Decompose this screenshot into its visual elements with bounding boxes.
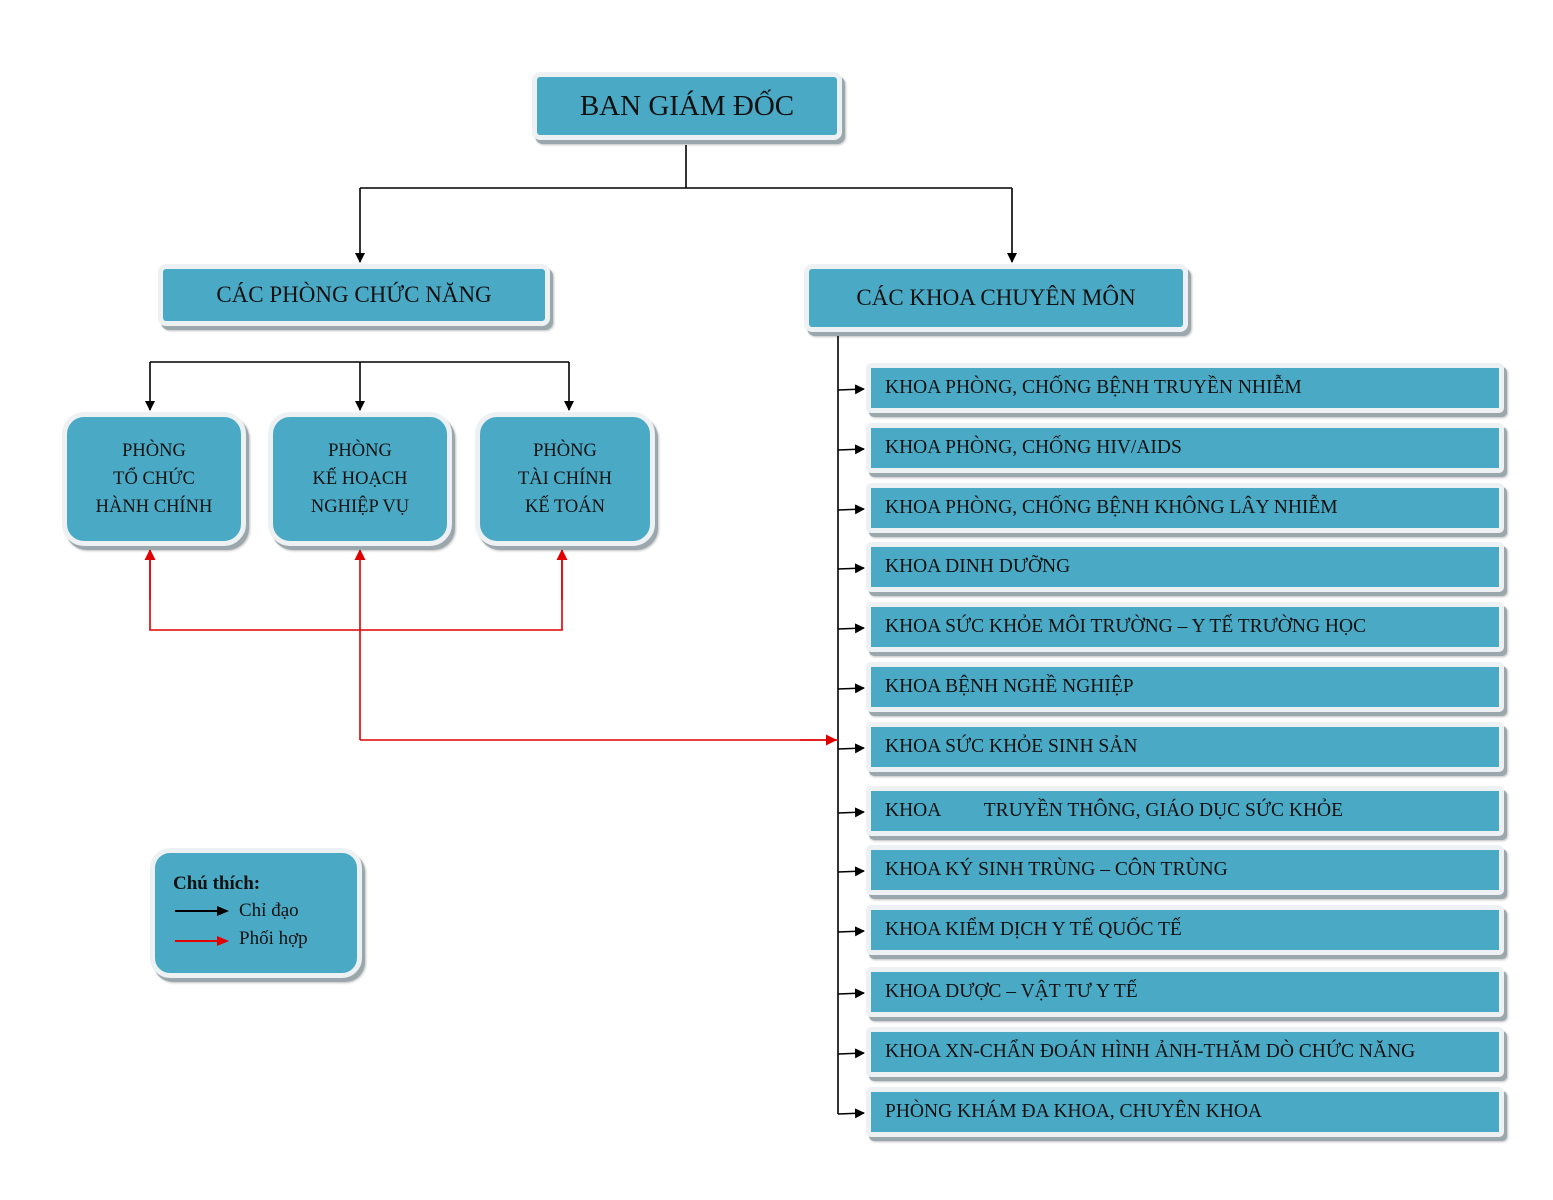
arrow-to-faculty xyxy=(837,743,865,754)
dept-line: PHÒNG xyxy=(122,441,186,461)
faculty-box[interactable]: KHOA KÝ SINH TRÙNG – CÔN TRÙNG xyxy=(866,845,1504,895)
arrow-to-faculty xyxy=(837,683,865,694)
board-of-directors-label: BAN GIÁM ĐỐC xyxy=(579,89,795,122)
arrow-to-faculty xyxy=(837,1108,865,1119)
faculty-box[interactable]: KHOA DINH DƯỠNG xyxy=(866,542,1504,592)
faculty-box[interactable]: KHOA BỆNH NGHỀ NGHIỆP xyxy=(866,662,1504,712)
arrow-to-faculty xyxy=(837,926,865,937)
legend-item-direct: Chỉ đạo xyxy=(173,897,299,925)
faculty-box[interactable]: KHOA KIỂM DỊCH Y TẾ QUỐC TẾ xyxy=(866,905,1504,955)
faculty-label: KHOA KÝ SINH TRÙNG – CÔN TRÙNG xyxy=(885,859,1228,880)
arrow-to-faculty xyxy=(837,444,865,455)
dept-line: PHÒNG xyxy=(328,441,392,461)
specialized-faculties-box[interactable]: CÁC KHOA CHUYÊN MÔN xyxy=(804,264,1188,332)
legend-title: Chú thích: xyxy=(173,873,261,894)
functional-departments-label: CÁC PHÒNG CHỨC NĂNG xyxy=(216,282,492,307)
faculty-label: KHOA XN-CHẨN ĐOÁN HÌNH ẢNH-THĂM DÒ CHỨC … xyxy=(885,1041,1416,1062)
faculty-label: PHÒNG KHÁM ĐA KHOA, CHUYÊN KHOA xyxy=(885,1101,1263,1122)
dept-box-to-chuc-hanh-chinh[interactable]: PHÒNG TỔ CHỨC HÀNH CHÍNH xyxy=(62,412,246,546)
dept-box-ke-hoach-nghiep-vu[interactable]: PHÒNG KẾ HOẠCH NGHIỆP VỤ xyxy=(268,412,452,546)
dept-line: KẾ TOÁN xyxy=(525,497,605,517)
faculty-box[interactable]: KHOA XN-CHẨN ĐOÁN HÌNH ẢNH-THĂM DÒ CHỨC … xyxy=(866,1027,1504,1077)
faculty-box[interactable]: KHOA PHÒNG, CHỐNG HIV/AIDS xyxy=(866,423,1504,473)
faculty-label: KHOA SỨC KHỎE SINH SẢN xyxy=(885,736,1138,757)
legend-box: Chú thích: Chỉ đạo Phối hợp xyxy=(150,848,362,978)
faculty-label: KHOA PHÒNG, CHỐNG HIV/AIDS xyxy=(885,437,1182,458)
dept-line: KẾ HOẠCH xyxy=(312,469,408,489)
faculty-label: KHOA PHÒNG, CHỐNG BỆNH TRUYỀN NHIỄM xyxy=(885,377,1302,398)
arrow-to-faculty xyxy=(837,384,865,395)
faculty-label: KHOA TRUYỀN THÔNG, GIÁO DỤC SỨC KHỎE xyxy=(885,800,1344,821)
dept-box-tai-chinh-ke-toan[interactable]: PHÒNG TÀI CHÍNH KẾ TOÁN xyxy=(475,412,655,546)
legend-label-coordinate: Phối hợp xyxy=(239,928,308,949)
faculty-box[interactable]: PHÒNG KHÁM ĐA KHOA, CHUYÊN KHOA xyxy=(866,1087,1504,1137)
faculty-box[interactable]: KHOA SỨC KHỎE MÔI TRƯỜNG – Y TẾ TRƯỜNG H… xyxy=(866,602,1504,652)
arrow-to-faculty xyxy=(837,807,865,818)
arrow-to-faculty xyxy=(837,563,865,574)
faculty-box[interactable]: KHOA DƯỢC – VẬT TƯ Y TẾ xyxy=(866,967,1504,1017)
faculty-label: KHOA DINH DƯỠNG xyxy=(885,556,1071,577)
arrow-to-faculty xyxy=(837,623,865,634)
red-arrow-icon xyxy=(175,936,229,946)
arrow-to-faculty xyxy=(837,988,865,999)
arrow-to-faculty xyxy=(837,1048,865,1059)
faculty-box[interactable]: KHOA TRUYỀN THÔNG, GIÁO DỤC SỨC KHỎE xyxy=(866,786,1504,836)
coordinate-line-dept-1-3 xyxy=(149,555,563,631)
faculty-box[interactable]: KHOA SỨC KHỎE SINH SẢN xyxy=(866,722,1504,772)
functional-departments-box[interactable]: CÁC PHÒNG CHỨC NĂNG xyxy=(158,264,550,326)
board-of-directors-box[interactable]: BAN GIÁM ĐỐC xyxy=(532,72,842,140)
dept-line: NGHIỆP VỤ xyxy=(310,497,410,517)
arrow-to-faculty xyxy=(837,504,865,515)
faculty-box[interactable]: KHOA PHÒNG, CHỐNG BỆNH KHÔNG LÂY NHIỄM xyxy=(866,483,1504,533)
faculty-label: KHOA SỨC KHỎE MÔI TRƯỜNG – Y TẾ TRƯỜNG H… xyxy=(885,616,1367,637)
dept-line: PHÒNG xyxy=(533,441,597,461)
faculty-label: KHOA KIỂM DỊCH Y TẾ QUỐC TẾ xyxy=(885,919,1182,940)
faculty-box[interactable]: KHOA PHÒNG, CHỐNG BỆNH TRUYỀN NHIỄM xyxy=(866,363,1504,413)
faculty-label: KHOA PHÒNG, CHỐNG BỆNH KHÔNG LÂY NHIỄM xyxy=(885,497,1338,518)
dept-line: TỔ CHỨC xyxy=(113,469,195,489)
dept-line: HÀNH CHÍNH xyxy=(95,497,213,517)
faculty-label: KHOA DƯỢC – VẬT TƯ Y TẾ xyxy=(885,981,1138,1002)
legend-item-coordinate: Phối hợp xyxy=(173,925,308,953)
faculty-label: KHOA BỆNH NGHỀ NGHIỆP xyxy=(885,676,1134,697)
arrow-to-faculty xyxy=(837,866,865,877)
dept-line: TÀI CHÍNH xyxy=(517,469,613,489)
black-arrow-icon xyxy=(175,906,229,916)
specialized-faculties-label: CÁC KHOA CHUYÊN MÔN xyxy=(856,285,1136,310)
legend-label-direct: Chỉ đạo xyxy=(239,900,299,921)
